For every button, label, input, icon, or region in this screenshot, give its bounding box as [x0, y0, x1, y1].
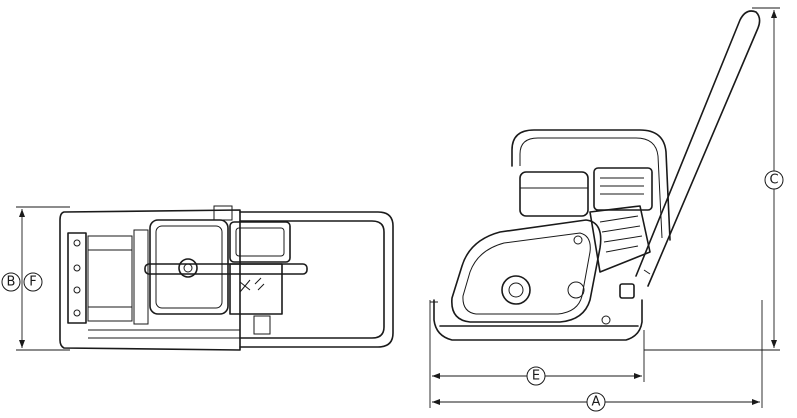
label-f-text: F [29, 275, 36, 290]
label-b: B [1, 272, 21, 292]
plate-compactor-side-view [430, 10, 761, 341]
dimension-line-a [432, 300, 763, 408]
label-e: E [526, 366, 546, 386]
label-c-text: C [769, 173, 778, 188]
label-c: C [764, 170, 784, 190]
dimension-line-e [429, 300, 645, 408]
plate-compactor-top-view [16, 205, 394, 351]
dimension-line-b-f [16, 206, 70, 351]
dimension-line-c [644, 7, 780, 351]
label-e-text: E [532, 369, 540, 384]
label-a-text: A [592, 395, 601, 410]
label-f: F [23, 272, 43, 292]
label-a: A [586, 392, 606, 412]
label-b-text: B [7, 275, 16, 290]
